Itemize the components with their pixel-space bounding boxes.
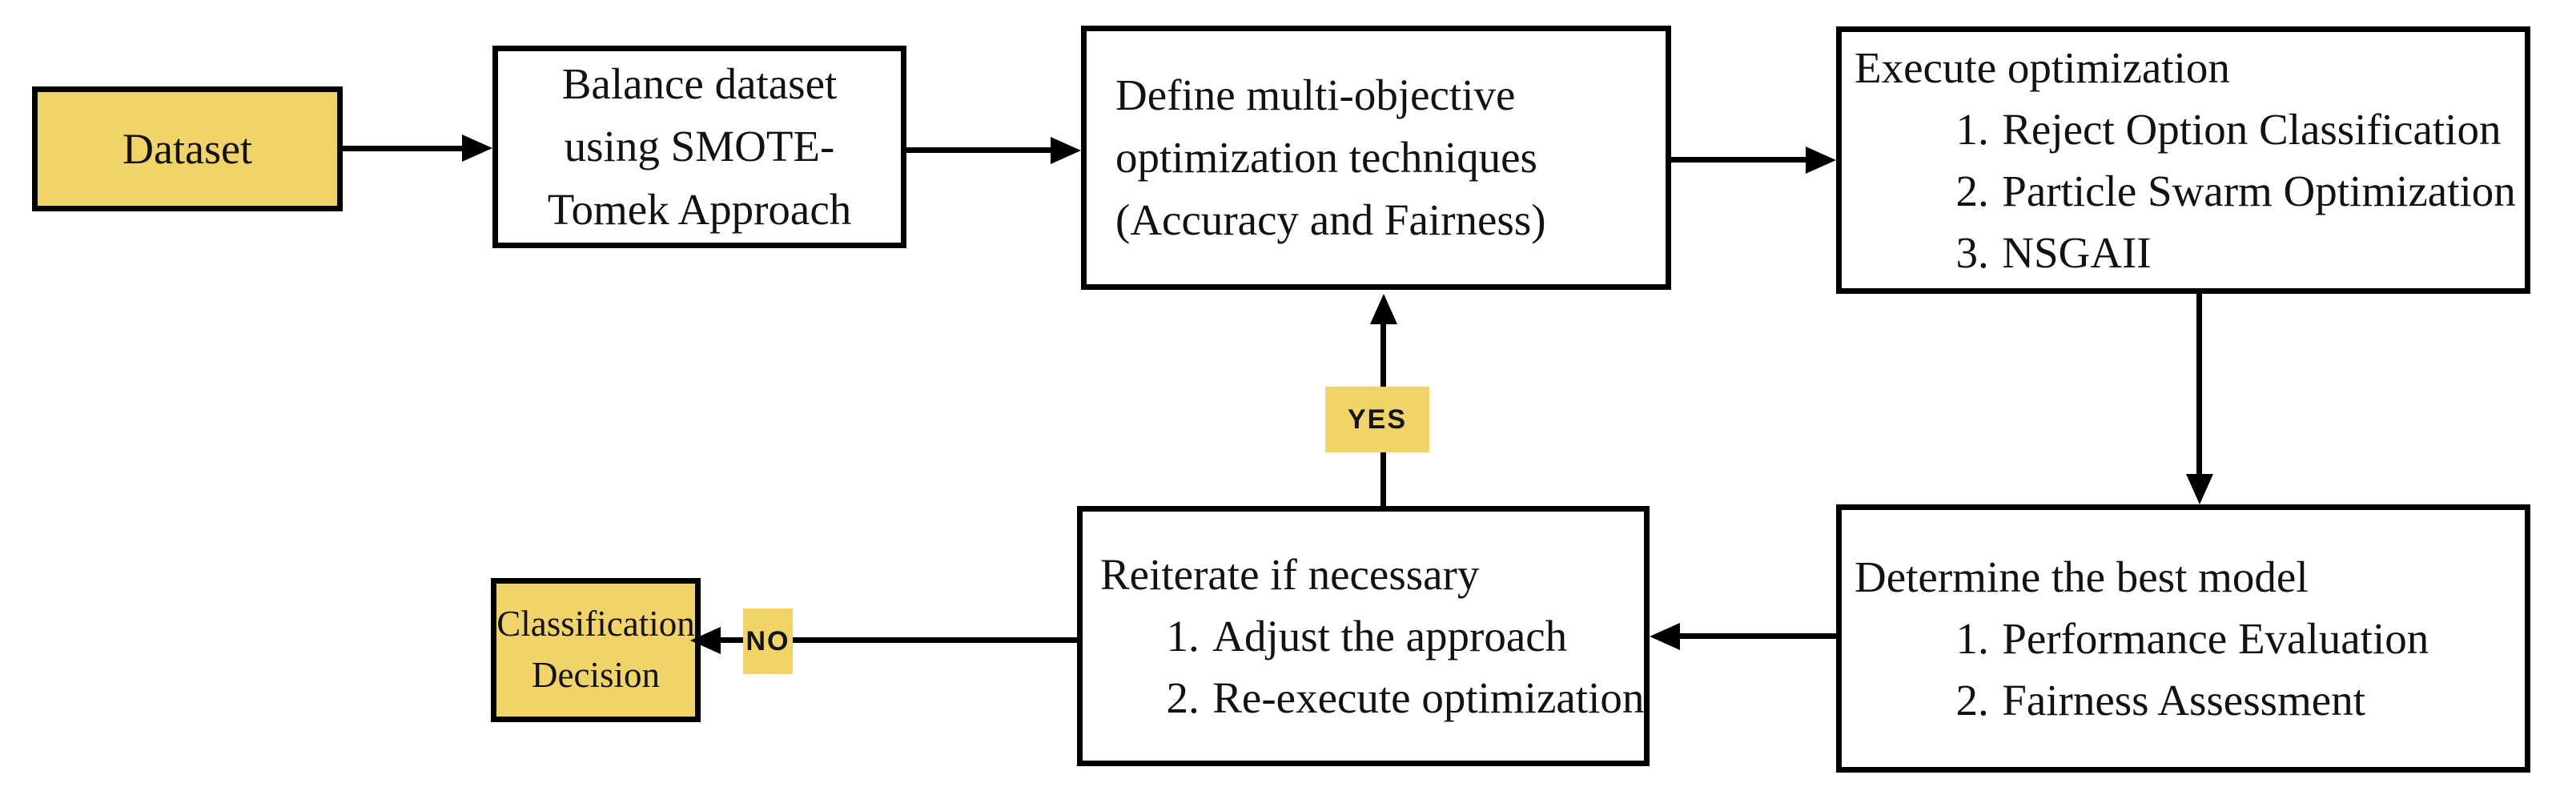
edge-label-yes: YES [1325,387,1429,452]
node-execute-optimization-title: Execute optimization [1855,43,2230,92]
node-define-objectives: Define multi-objective optimization techn… [1081,26,1671,290]
arrow-define-to-execute-head-icon [1806,147,1836,174]
node-classification-decision-line: Decision [532,655,660,695]
node-balance-dataset-line: Balance dataset [561,59,838,109]
arrow-balance-to-define-line [906,147,1052,153]
arrow-determine-to-reiterate-head-icon [1650,623,1680,650]
arrow-dataset-to-balance-head-icon [462,135,492,162]
node-determine-best-model: Determine the best model Performance Eva… [1836,504,2530,773]
node-balance-dataset-line: using SMOTE- [564,122,835,171]
node-reiterate-item: Adjust the approach [1211,605,1645,667]
node-balance-dataset: Balance dataset using SMOTE- Tomek Approac… [492,46,906,248]
arrow-reiterate-to-classification-line [719,637,1077,643]
node-reiterate-title: Reiterate if necessary [1100,550,1480,599]
node-reiterate-list: Adjust the approachRe-execute optimizati… [1100,605,1644,729]
node-determine-best-model-item: Fairness Assessment [2000,669,2526,731]
arrow-reiterate-to-define-head-icon [1370,294,1397,324]
node-execute-optimization-item: Particle Swarm Optimization [2000,160,2526,222]
node-execute-optimization-item: NSGAII [2000,222,2526,283]
node-dataset-label: Dataset [123,125,252,173]
arrow-determine-to-reiterate-line [1678,633,1836,639]
arrow-balance-to-define-head-icon [1051,137,1081,164]
node-execute-optimization-list: Reject Option ClassificationParticle Swa… [1855,98,2525,283]
node-define-objectives-line: Define multi-objective [1115,70,1516,119]
edge-label-no: NO [743,608,793,674]
node-balance-dataset-line: Tomek Approach [547,184,852,234]
arrow-execute-to-determine-line [2196,294,2202,476]
node-define-objectives-line: optimization techniques [1115,132,1537,182]
node-reiterate: Reiterate if necessary Adjust the approa… [1077,506,1650,766]
node-reiterate-item: Re-execute optimization [1211,667,1644,729]
arrow-define-to-execute-line [1671,157,1807,163]
node-define-objectives-line: (Accuracy and Fairness) [1115,195,1546,245]
node-execute-optimization-item: Reject Option Classification [2000,98,2526,160]
arrow-reiterate-to-classification-head-icon [690,627,721,654]
node-determine-best-model-title: Determine the best model [1855,552,2309,601]
node-classification-decision-line: Classification [496,604,695,644]
arrow-dataset-to-balance-line [343,146,464,151]
arrow-execute-to-determine-head-icon [2186,474,2213,504]
node-determine-best-model-list: Performance EvaluationFairness Assessmen… [1855,608,2525,731]
node-execute-optimization: Execute optimization Reject Option Class… [1836,26,2530,294]
node-determine-best-model-item: Performance Evaluation [2000,608,2526,669]
node-dataset: Dataset [32,86,343,211]
